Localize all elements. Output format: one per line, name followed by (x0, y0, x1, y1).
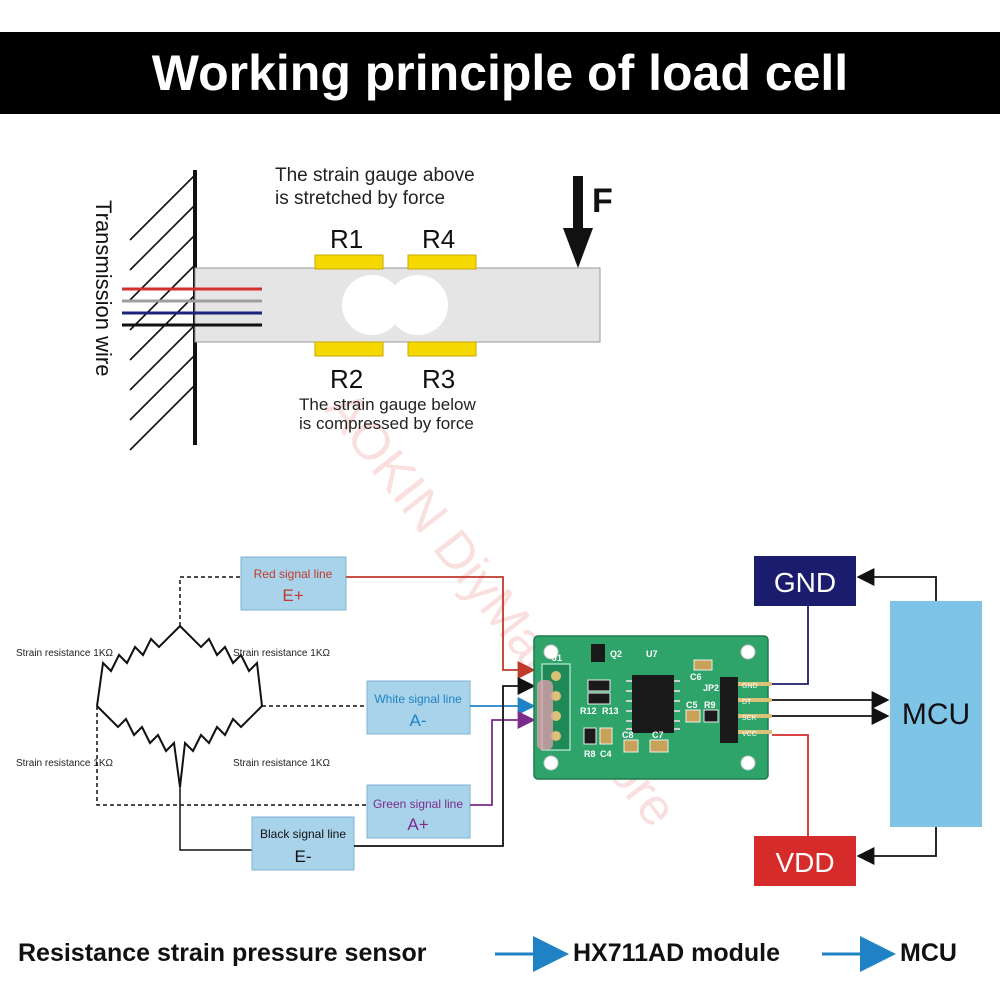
gauge-label-r3: R3 (422, 364, 455, 394)
silk-c8: C8 (622, 730, 634, 740)
pin-dt: DT (742, 699, 752, 706)
silk-r9: R9 (704, 700, 716, 710)
top-note-line1: The strain gauge above (275, 165, 475, 186)
mcu-label: MCU (902, 698, 970, 731)
silk-u7: U7 (646, 649, 658, 659)
silk-r12: R12 (580, 706, 597, 716)
silk-r8: R8 (584, 749, 596, 759)
module-silkscreen: J1 Q2 U7 C6 JP2 R12 R13 C5 R9 C8 C7 R8 C… (552, 649, 719, 759)
silk-c7: C7 (652, 730, 664, 740)
mcu-box (890, 601, 982, 827)
green-signal-name: Green signal line (373, 797, 463, 811)
red-wire (346, 576, 536, 679)
bottom-note-line1: The strain gauge below (299, 395, 476, 414)
gauge-label-r1: R1 (330, 224, 363, 254)
silk-c5: C5 (686, 700, 698, 710)
red-signal-name: Red signal line (254, 567, 333, 581)
transmission-wire-label: Transmission wire (91, 200, 116, 376)
black-signal-name: Black signal line (260, 827, 346, 841)
silk-q2: Q2 (610, 649, 622, 659)
mcu-to-vdd-wire (856, 827, 937, 865)
silk-c6: C6 (690, 672, 702, 682)
white-signal-code: A- (410, 711, 427, 730)
top-note-line2: is stretched by force (275, 188, 445, 209)
bridge-dashed-leads (96, 576, 367, 806)
black-signal-box (251, 816, 355, 871)
resistor-label-top-left: Strain resistance 1KΩ (16, 648, 113, 659)
black-signal-code: E- (295, 847, 312, 866)
black-wire (354, 677, 536, 847)
force-label: F (592, 182, 613, 220)
hx711-module (533, 635, 772, 780)
strain-gauges (314, 254, 477, 357)
footer-module: HX711AD module (573, 939, 781, 967)
pin-sck: SCK (742, 715, 757, 722)
vdd-box (754, 836, 856, 886)
gauge-label-r4: R4 (422, 224, 455, 254)
flow-footer: Resistance strain pressure sensor HX711A… (0, 930, 1000, 976)
gnd-wire (772, 606, 809, 685)
mcu-to-gnd-wire (856, 568, 937, 601)
force-arrow-icon (563, 176, 593, 268)
gnd-box (754, 556, 856, 606)
silk-c4: C4 (600, 749, 612, 759)
title-banner: Working principle of load cell (0, 32, 1000, 114)
black-lead (179, 787, 252, 851)
resistor-label-top-right: Strain resistance 1KΩ (233, 648, 330, 659)
green-signal-code: A+ (407, 815, 428, 834)
gnd-label: GND (774, 567, 836, 598)
module-pin-labels: GND DT SCK VCC (742, 683, 758, 738)
white-signal-box (366, 680, 471, 735)
vdd-label: VDD (775, 847, 834, 878)
transmission-wires (122, 287, 262, 327)
wall-hatching (129, 170, 197, 451)
page-title: Working principle of load cell (151, 45, 849, 101)
footer-mcu: MCU (900, 939, 957, 967)
pin-gnd: GND (742, 683, 758, 690)
vdd-wire (772, 734, 809, 836)
silk-j1: J1 (552, 653, 562, 663)
white-signal-name: White signal line (374, 692, 462, 706)
footer-sensor: Resistance strain pressure sensor (18, 939, 427, 967)
gauge-label-r2: R2 (330, 364, 363, 394)
bottom-note-line2: is compressed by force (299, 414, 474, 433)
resistor-label-bottom-right: Strain resistance 1KΩ (233, 758, 330, 769)
red-signal-code: E+ (282, 586, 303, 605)
silk-jp2: JP2 (703, 683, 719, 693)
beam-hole (342, 275, 448, 335)
bridge-diamond (96, 625, 263, 788)
green-signal-box (366, 784, 471, 839)
resistor-label-bottom-left: Strain resistance 1KΩ (16, 758, 113, 769)
silk-r13: R13 (602, 706, 619, 716)
red-signal-box (240, 556, 347, 611)
green-wire (470, 711, 536, 806)
pin-vcc: VCC (742, 731, 757, 738)
